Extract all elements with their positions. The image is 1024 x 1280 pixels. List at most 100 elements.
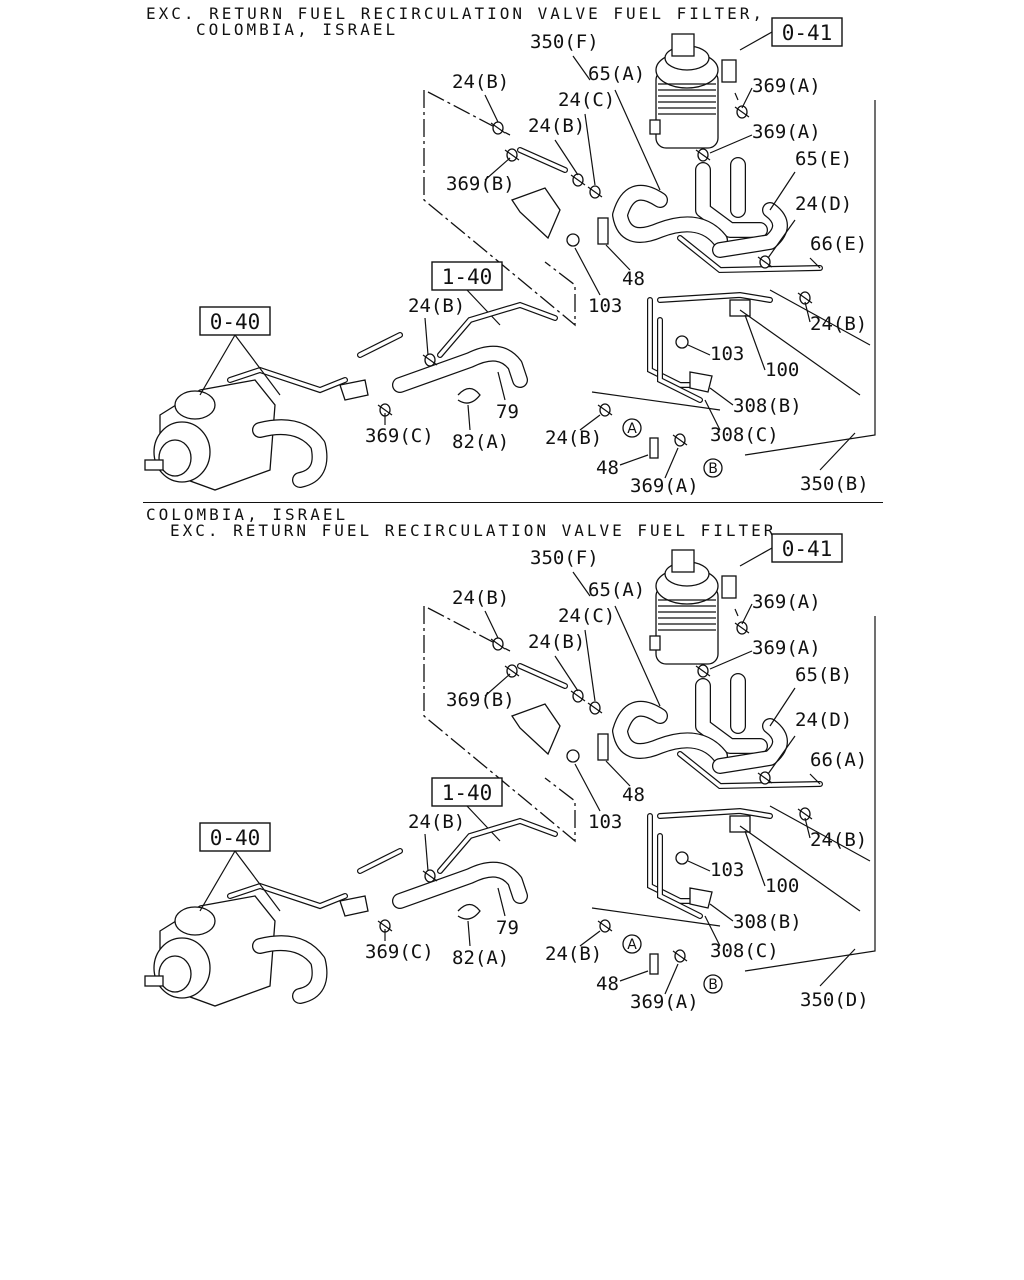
part-label-p82a: 82(A): [452, 947, 509, 969]
leader-line: [574, 763, 601, 812]
filter-cap: [671, 549, 695, 573]
pipe-left-core: [358, 849, 402, 873]
part-label-p65x: 65(E): [795, 148, 852, 170]
leader-line: [497, 371, 506, 401]
part-label-p369a_2: 369(A): [752, 121, 821, 143]
clamp-24b-right-tab: [797, 292, 813, 304]
leader-line: [767, 219, 796, 259]
part-label-p100: 100: [765, 359, 799, 381]
leader-line: [484, 610, 499, 639]
leader-line: [664, 447, 679, 479]
leader-line: [709, 650, 753, 670]
pump-shaft: [144, 459, 164, 471]
part-label-p24b_1: 24(B): [452, 71, 509, 93]
leader-line: [466, 289, 501, 326]
leader-line: [619, 454, 649, 466]
part-label-p65a: 65(A): [588, 63, 645, 85]
diagram-drawing: 0-410-401-40350(F)65(A)24(B)24(C)24(B)36…: [144, 17, 876, 497]
group-bracket-350: [734, 92, 876, 456]
reference-circle-a: A: [627, 937, 637, 953]
leader-line: [467, 404, 471, 431]
group-bracket-350: [734, 608, 876, 972]
part-label-p308c: 308(C): [710, 424, 779, 446]
leader-line: [572, 571, 591, 597]
part-label-p24d: 24(D): [795, 709, 852, 731]
leader-line: [466, 805, 501, 842]
part-label-p369c: 369(C): [365, 941, 434, 963]
clamp-24b-left-tab: [422, 870, 438, 882]
pipe-joint: [729, 299, 751, 317]
pump-pipe-core: [228, 368, 347, 392]
bracket-pipe-core: [518, 148, 567, 172]
clamp-369a-bottom-tab: [672, 434, 688, 446]
leader-line: [605, 760, 631, 787]
leader-line: [819, 948, 856, 987]
clamp-369a-bottom-tab: [672, 950, 688, 962]
clamp-369a-lower-tab: [695, 149, 711, 161]
mounting-bracket: [511, 187, 561, 240]
pump-drive-gear: [158, 955, 192, 993]
ref-box-filter: 0-41: [782, 21, 833, 45]
section-1-header-line1: EXC. RETURN FUEL RECIRCULATION VALVE FUE…: [146, 4, 766, 23]
clip-82a: [457, 387, 481, 404]
clamp-369a-upper-tab: [734, 622, 750, 634]
bracket-pipe-core: [518, 664, 567, 688]
hose-65a-core: [696, 679, 767, 753]
part-label-p79: 79: [496, 917, 519, 939]
ref-box-pump: 0-40: [210, 826, 261, 850]
section-divider: [143, 502, 883, 503]
leader-line: [554, 655, 579, 692]
ref-box-pipe-frame: [431, 261, 503, 291]
clamp-369b-tab: [504, 149, 520, 161]
part-label-p103_2: 103: [710, 343, 744, 365]
pump-top-valve: [174, 390, 216, 420]
part-label-p350f: 350(F): [530, 547, 599, 569]
part-label-p24b_5: 24(B): [545, 943, 602, 965]
bracket-308: [689, 887, 713, 909]
part-label-p24b_4: 24(B): [810, 829, 867, 851]
clamp-369c-tab: [377, 920, 393, 932]
reference-circle-a: A: [627, 421, 637, 437]
ref-box-pump-frame: [199, 822, 271, 852]
clamp-24b-top-tab: [490, 122, 506, 134]
leader-line: [484, 94, 499, 123]
leader-line: [574, 247, 601, 296]
clamp-24b-top-tab: [490, 638, 506, 650]
clamp-24c-tab: [587, 702, 603, 714]
section-1-header-line2: COLOMBIA, ISRAEL: [196, 20, 399, 39]
bolt-48: [597, 733, 609, 761]
leader-line: [605, 244, 631, 271]
nut-103-right: [675, 335, 689, 349]
pump-hose-core: [253, 420, 327, 487]
leader-line: [709, 387, 734, 406]
clamp-369a-upper-tab: [734, 106, 750, 118]
reference-circle-b-ring: [703, 458, 723, 478]
leader-line: [744, 830, 766, 887]
leader-line: [804, 301, 811, 323]
leader-line: [199, 850, 236, 912]
part-label-p82a: 82(A): [452, 431, 509, 453]
clamp-369b-tab: [504, 665, 520, 677]
leader-line: [741, 603, 753, 625]
leader-line: [809, 773, 821, 785]
part-label-p369b: 369(B): [446, 689, 515, 711]
hose-loop-right-core: [713, 203, 787, 257]
filter-drain: [649, 635, 661, 651]
clamp-24b-bottom-tab: [597, 404, 613, 416]
part-label-p79: 79: [496, 401, 519, 423]
pump-shaft: [144, 975, 164, 987]
clamp-24b-right-tab: [797, 808, 813, 820]
part-label-p103_2: 103: [710, 859, 744, 881]
leader-line: [767, 735, 796, 775]
leader-line: [739, 547, 773, 567]
leader-line: [614, 605, 661, 707]
leader-line: [744, 314, 766, 371]
leader-line: [619, 970, 649, 982]
leader-line: [467, 920, 471, 947]
hose-65e-core: [613, 702, 727, 763]
leader-line: [584, 113, 596, 186]
nut-103: [566, 233, 580, 247]
clamp-24b-mid-tab: [570, 174, 586, 186]
part-label-p65x: 65(B): [795, 664, 852, 686]
